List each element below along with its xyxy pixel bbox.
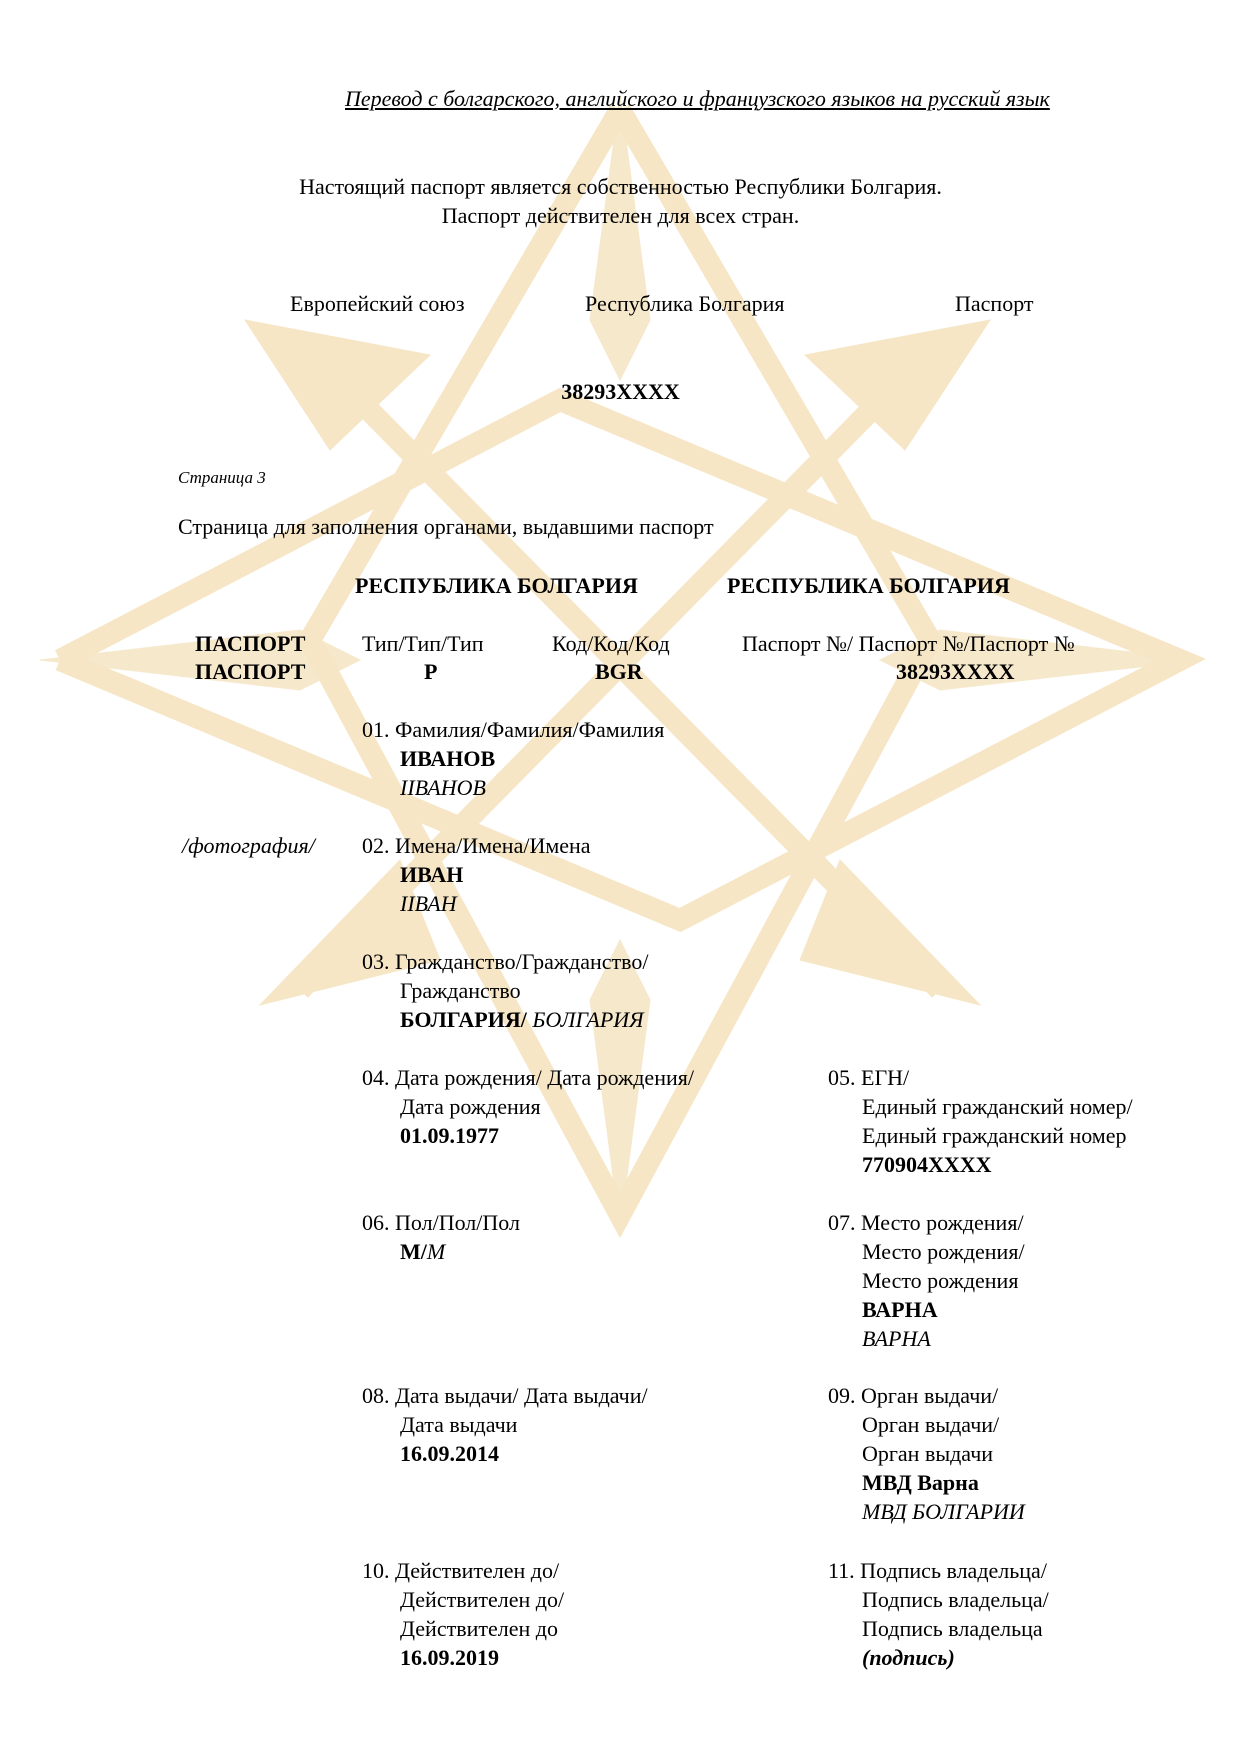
field-03-value-line: БОЛГАРИЯ/ БОЛГАРИЯ	[400, 1006, 644, 1034]
field-11-label-2: Подпись владельца/	[862, 1587, 1049, 1612]
field-04-label-2: Дата рождения	[400, 1094, 541, 1119]
field-11-label-3: Подпись владельца	[862, 1616, 1043, 1641]
field-06-label: 06. Пол/Пол/Пол	[362, 1210, 520, 1235]
field-05-label-2: Единый гражданский номер/	[862, 1094, 1133, 1119]
field-09-value-latin: МВД БОЛГАРИИ	[862, 1499, 1025, 1524]
field-07-value-latin: ВАРНА	[862, 1326, 931, 1351]
field-09-value: МВД Варна	[862, 1470, 979, 1495]
field-04-value: 01.09.1977	[400, 1123, 499, 1148]
field-09-label-3: Орган выдачи	[862, 1441, 994, 1466]
field-01-label: 01. Фамилия/Фамилия/Фамилия	[362, 717, 665, 742]
field-09-label-2: Орган выдачи/	[862, 1412, 1000, 1437]
field-03-value: БОЛГАРИЯ/	[400, 1007, 527, 1032]
code-value: BGR	[595, 659, 643, 684]
passport-label-2: ПАСПОРТ	[195, 659, 306, 684]
type-label: Тип/Тип/Тип	[362, 631, 484, 656]
field-07-value: ВАРНА	[862, 1297, 938, 1322]
cover-number: 38293XXXX	[561, 379, 680, 404]
code-label: Код/Код/Код	[552, 631, 670, 656]
field-02-label: 02. Имена/Имена/Имена	[362, 833, 591, 858]
field-07-label-3: Место рождения	[862, 1268, 1019, 1293]
republic-right: РЕСПУБЛИКА БОЛГАРИЯ	[727, 573, 1010, 598]
field-05-value: 770904XXXX	[862, 1152, 992, 1177]
field-06-value: М/	[400, 1239, 427, 1264]
field-08-label-2: Дата выдачи	[400, 1412, 518, 1437]
field-04-label-1: 04. Дата рождения/ Дата рождения/	[362, 1065, 694, 1090]
field-02-value: ИВАН	[400, 862, 464, 887]
field-11-label-1: 11. Подпись владельца/	[828, 1558, 1047, 1583]
field-02-value-latin: IIВАН	[400, 891, 457, 916]
number-label: Паспорт №/ Паспорт №/Паспорт №	[742, 631, 1075, 656]
type-value: P	[424, 659, 438, 684]
photo-label: /фотография/	[182, 833, 315, 858]
page-label: Страница 3	[178, 468, 266, 487]
field-10-label-2: Действителен до/	[400, 1587, 565, 1612]
field-01-value-latin: IIВАНОВ	[400, 775, 486, 800]
field-08-label-1: 08. Дата выдачи/ Дата выдачи/	[362, 1383, 648, 1408]
field-08-value: 16.09.2014	[400, 1441, 499, 1466]
intro-line-1: Настоящий паспорт является собственность…	[299, 174, 942, 199]
field-10-label-1: 10. Действителен до/	[362, 1558, 560, 1583]
field-03-value-latin: БОЛГАРИЯ	[532, 1007, 644, 1032]
cover-passport: Паспорт	[955, 291, 1034, 316]
field-10-value: 16.09.2019	[400, 1645, 499, 1670]
field-07-label-1: 07. Место рождения/	[828, 1210, 1024, 1235]
intro-line-2: Паспорт действителен для всех стран.	[441, 203, 800, 228]
field-06-value-latin: M	[426, 1239, 446, 1264]
field-10-label-3: Действителен до	[400, 1616, 558, 1641]
cover-eu: Европейский союз	[290, 291, 465, 316]
field-01-value: ИВАНОВ	[400, 746, 496, 771]
passport-label-1: ПАСПОРТ	[195, 631, 306, 656]
field-06-value-line: М/M	[400, 1238, 445, 1266]
field-03-label-2: Гражданство	[400, 978, 521, 1003]
field-11-value: (подпись)	[862, 1645, 955, 1670]
republic-left: РЕСПУБЛИКА БОЛГАРИЯ	[355, 573, 638, 598]
cover-republic: Республика Болгария	[585, 291, 785, 316]
field-05-label-3: Единый гражданский номер	[862, 1123, 1127, 1148]
field-05-label-1: 05. ЕГН/	[828, 1065, 910, 1090]
field-03-label-1: 03. Гражданство/Гражданство/	[362, 949, 649, 974]
translation-note: Перевод с болгарского, английского и фра…	[345, 86, 1050, 111]
field-09-label-1: 09. Орган выдачи/	[828, 1383, 999, 1408]
field-07-label-2: Место рождения/	[862, 1239, 1025, 1264]
page-title: Страница для заполнения органами, выдавш…	[178, 514, 714, 539]
number-value: 38293XXXX	[896, 659, 1015, 684]
